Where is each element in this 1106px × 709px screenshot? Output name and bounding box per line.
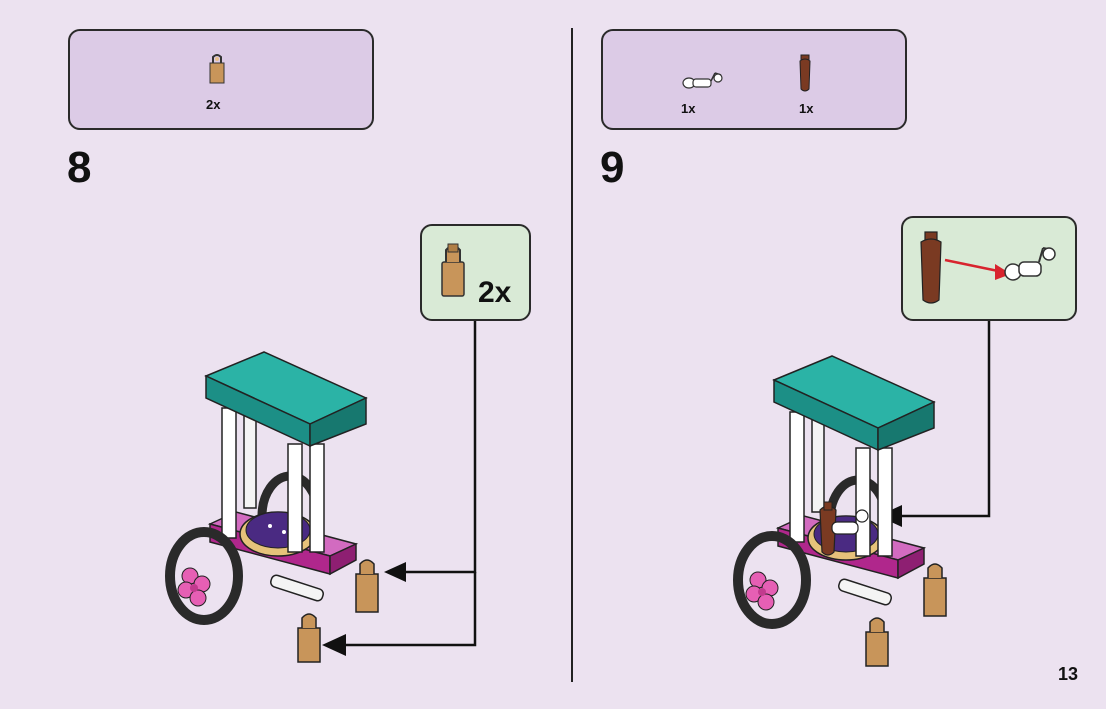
bar-holder-clip-icon [209,54,225,84]
part-qty: 1x [799,101,814,116]
page-divider [571,28,573,682]
flower-icon [745,571,779,611]
step-number: 8 [67,143,92,192]
step-8-callout: 2x [420,224,531,321]
step-8-parts-box: 2x [68,29,374,130]
step-8-cart-model [165,351,379,663]
bar-holder-clip-icon [441,243,465,297]
torch-into-arm-icon [920,231,1056,304]
page-number: 13 [1057,664,1078,684]
callout-qty: 2x [478,276,512,309]
robot-arm-icon [682,72,723,89]
step-9-cart-model [733,355,947,667]
part-qty: 2x [206,97,221,112]
step-9-parts-box: 1x 1x [601,29,907,130]
part-qty: 1x [681,101,696,116]
flower-icon [177,567,211,607]
brown-torch-icon [799,54,811,92]
step-9-callout [901,216,1077,321]
step-number: 9 [600,143,625,192]
